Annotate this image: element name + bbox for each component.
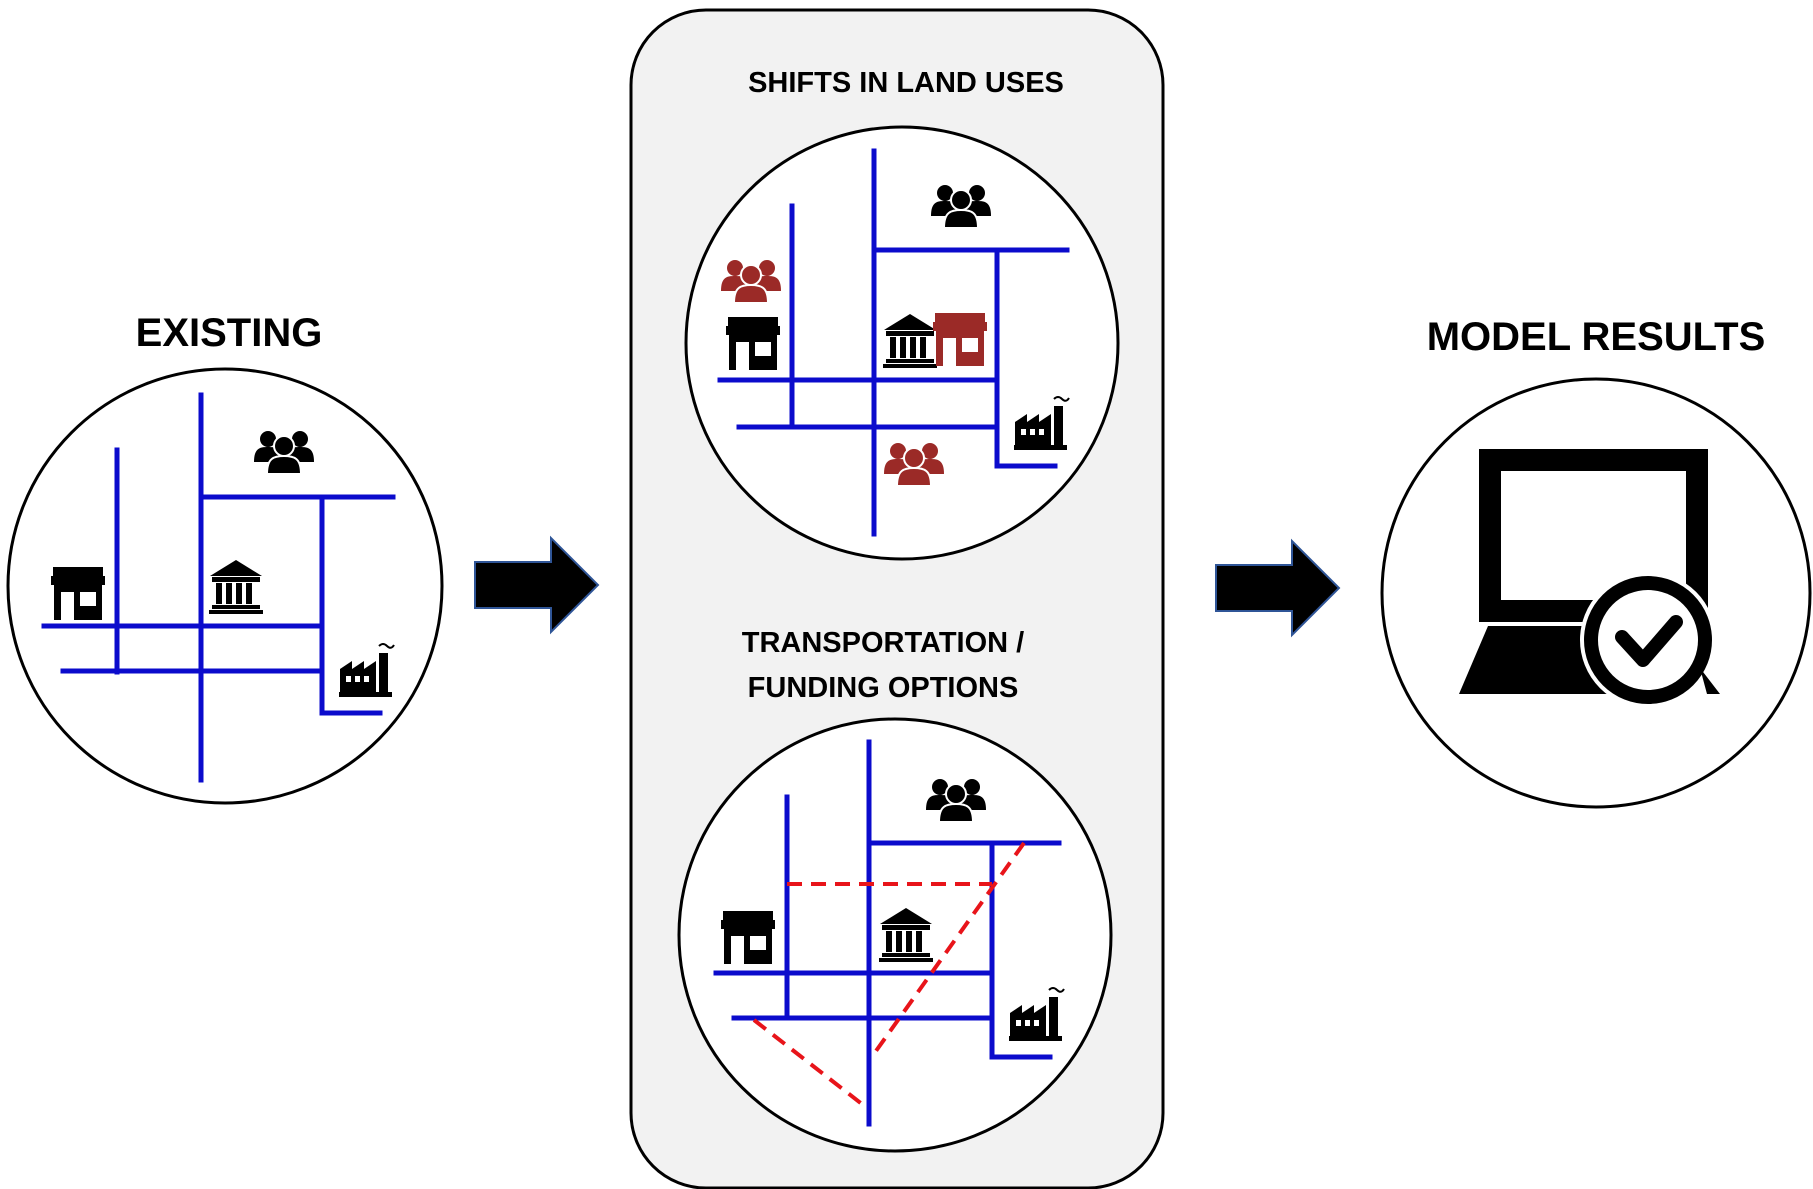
transport-road-network <box>713 739 1062 1127</box>
results-circle <box>1380 377 1812 809</box>
transport-label-line1: TRANSPORTATION / <box>742 627 1024 659</box>
shop-icon <box>721 911 775 964</box>
shifts-label: SHIFTS IN LAND USES <box>748 67 1064 99</box>
results-label: MODEL RESULTS <box>1427 315 1766 359</box>
new-route-options <box>752 841 1026 1110</box>
arrow-right-icon <box>474 537 599 633</box>
shop-icon <box>726 317 780 370</box>
existing-label: EXISTING <box>136 311 323 355</box>
scenario-panel: SHIFTS IN LAND USES TRANSPORTATION / FUN… <box>629 8 1165 1189</box>
shifted-shop-icon <box>933 313 987 366</box>
existing-road-network <box>41 392 396 783</box>
arrow-right-icon <box>1215 540 1340 636</box>
results-section: MODEL RESULTS <box>1380 315 1812 809</box>
existing-section: EXISTING <box>6 311 444 805</box>
shifts-road-network <box>717 148 1070 537</box>
laptop-checkmark-icon <box>1459 449 1720 708</box>
shop-icon <box>51 567 105 620</box>
transport-label-line2: FUNDING OPTIONS <box>748 672 1019 704</box>
